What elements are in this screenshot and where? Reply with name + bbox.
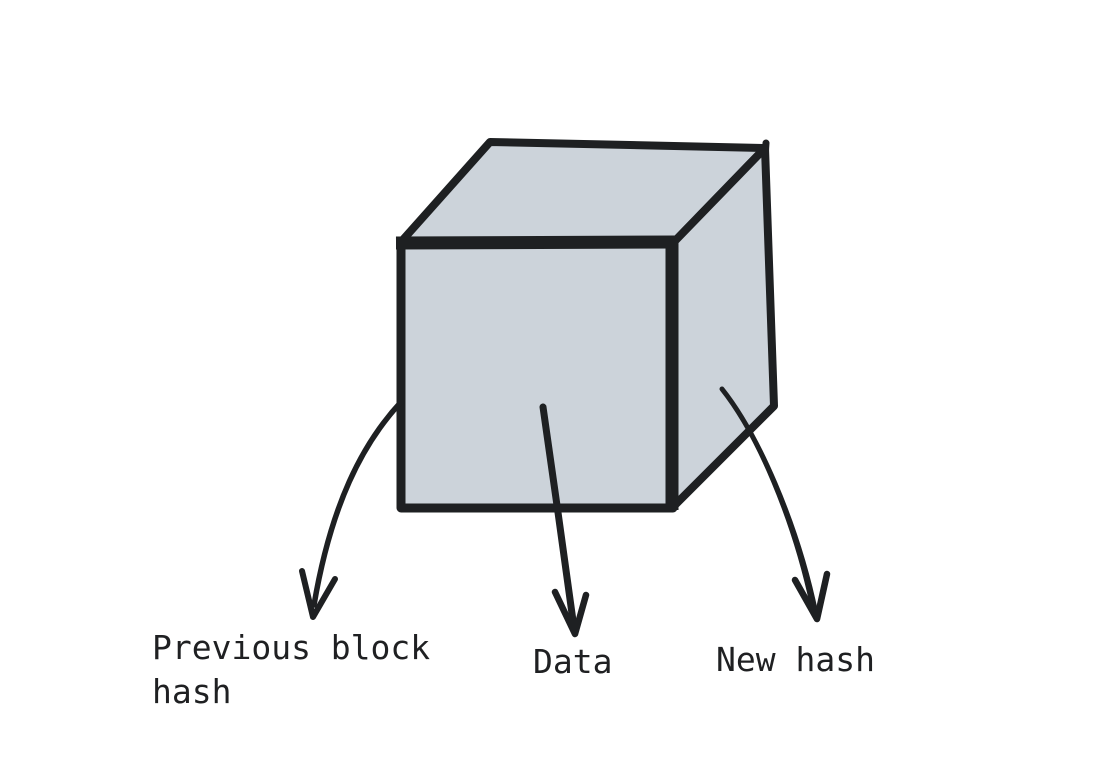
label-previous-block-hash: Previous block hash xyxy=(152,628,451,711)
arrow-head xyxy=(551,588,590,638)
arrow-shaft xyxy=(539,403,578,632)
cube-emphasis-edges xyxy=(395,139,770,510)
label-new-hash: New hash xyxy=(716,640,875,679)
arrow-data xyxy=(539,403,590,638)
arrow-previous-block-hash xyxy=(299,399,404,620)
arrow-head xyxy=(791,570,831,623)
label-data: Data xyxy=(533,642,613,681)
arrow-shaft xyxy=(719,386,819,617)
arrow-shaft-sketch-line xyxy=(725,395,812,607)
cube-front-face xyxy=(396,238,678,513)
arrow-head xyxy=(299,568,338,620)
arrow-new-hash xyxy=(719,386,831,623)
arrow-shaft xyxy=(311,399,404,608)
